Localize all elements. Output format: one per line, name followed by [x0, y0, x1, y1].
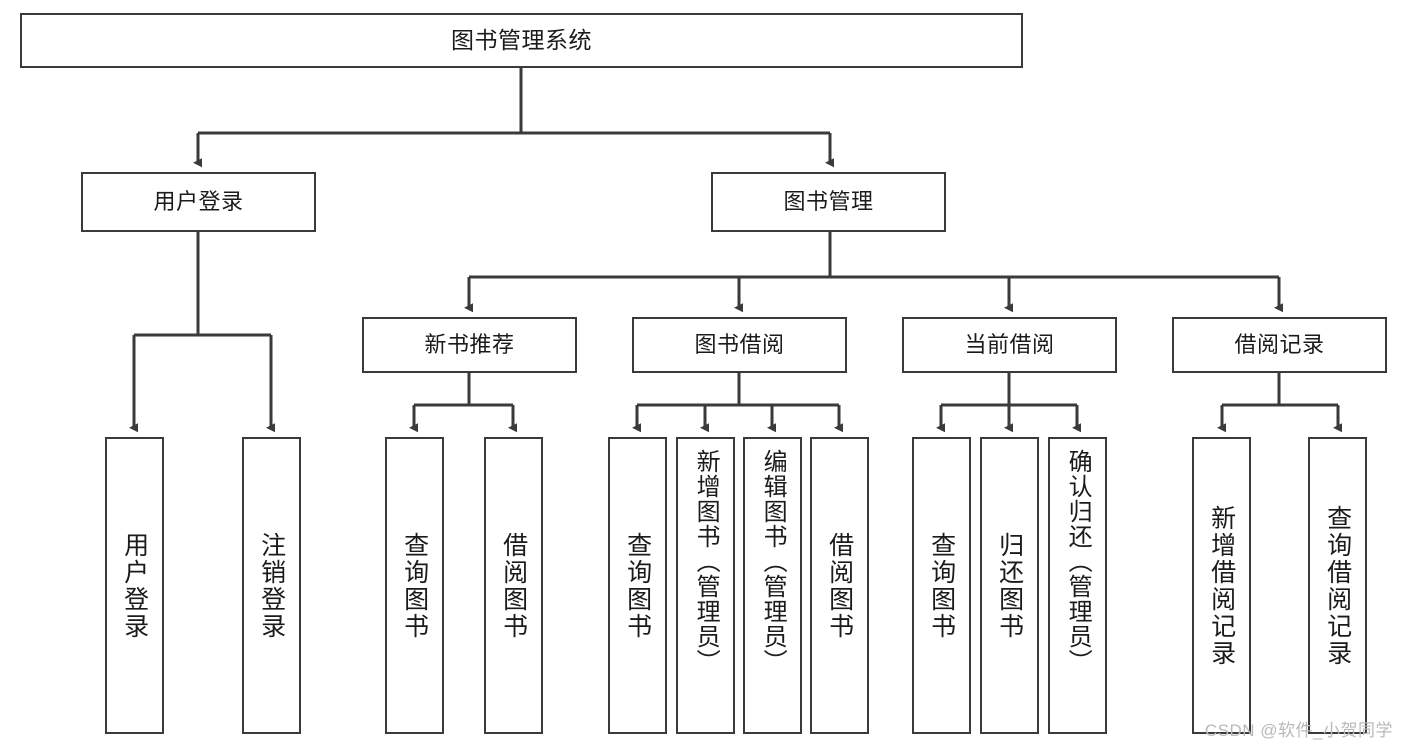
node-label: 新增图书（管理员）: [692, 449, 720, 674]
node-label: 借阅图书: [825, 531, 854, 640]
node-label: 图书借阅: [694, 332, 785, 358]
leaf-edit-book[interactable]: 编辑图书（管理员）: [743, 437, 802, 734]
node-label: 查询借阅记录: [1323, 504, 1352, 667]
leaf-query-book-recommend[interactable]: 查询图书: [385, 437, 444, 734]
node-label: 查询图书: [623, 531, 652, 640]
node-new-book-recommend[interactable]: 新书推荐: [362, 317, 577, 373]
leaf-add-book[interactable]: 新增图书（管理员）: [676, 437, 735, 734]
node-label: 借阅记录: [1234, 332, 1325, 358]
node-label: 用户登录: [153, 189, 244, 215]
leaf-return-book[interactable]: 归还图书: [980, 437, 1039, 734]
leaf-borrow-book-recommend[interactable]: 借阅图书: [484, 437, 543, 734]
node-label: 图书管理: [783, 189, 874, 215]
watermark: CSDN @软件_小贺同学: [1204, 721, 1393, 740]
leaf-query-borrow-record[interactable]: 查询借阅记录: [1308, 437, 1367, 734]
node-root-system[interactable]: 图书管理系统: [20, 13, 1023, 68]
node-label: 当前借阅: [964, 332, 1055, 358]
leaf-query-book-borrow[interactable]: 查询图书: [608, 437, 667, 734]
node-label: 确认归还（管理员）: [1064, 449, 1092, 674]
leaf-user-login[interactable]: 用户登录: [105, 437, 164, 734]
leaf-confirm-return[interactable]: 确认归还（管理员）: [1048, 437, 1107, 734]
node-label: 用户登录: [120, 531, 149, 640]
node-label: 归还图书: [995, 531, 1024, 640]
node-label: 新增借阅记录: [1207, 504, 1236, 667]
node-label: 查询图书: [927, 531, 956, 640]
node-book-borrow[interactable]: 图书借阅: [632, 317, 847, 373]
node-label: 新书推荐: [424, 332, 515, 358]
node-label: 注销登录: [257, 531, 286, 640]
node-book-manage[interactable]: 图书管理: [711, 172, 946, 232]
node-label: 查询图书: [400, 531, 429, 640]
node-user-login[interactable]: 用户登录: [81, 172, 316, 232]
node-current-borrow[interactable]: 当前借阅: [902, 317, 1117, 373]
leaf-add-borrow-record[interactable]: 新增借阅记录: [1192, 437, 1251, 734]
leaf-query-book-current[interactable]: 查询图书: [912, 437, 971, 734]
node-borrow-record[interactable]: 借阅记录: [1172, 317, 1387, 373]
leaf-logout-login[interactable]: 注销登录: [242, 437, 301, 734]
node-label: 编辑图书（管理员）: [759, 449, 787, 674]
node-label: 借阅图书: [499, 531, 528, 640]
leaf-borrow-book[interactable]: 借阅图书: [810, 437, 869, 734]
node-label: 图书管理系统: [451, 26, 592, 53]
